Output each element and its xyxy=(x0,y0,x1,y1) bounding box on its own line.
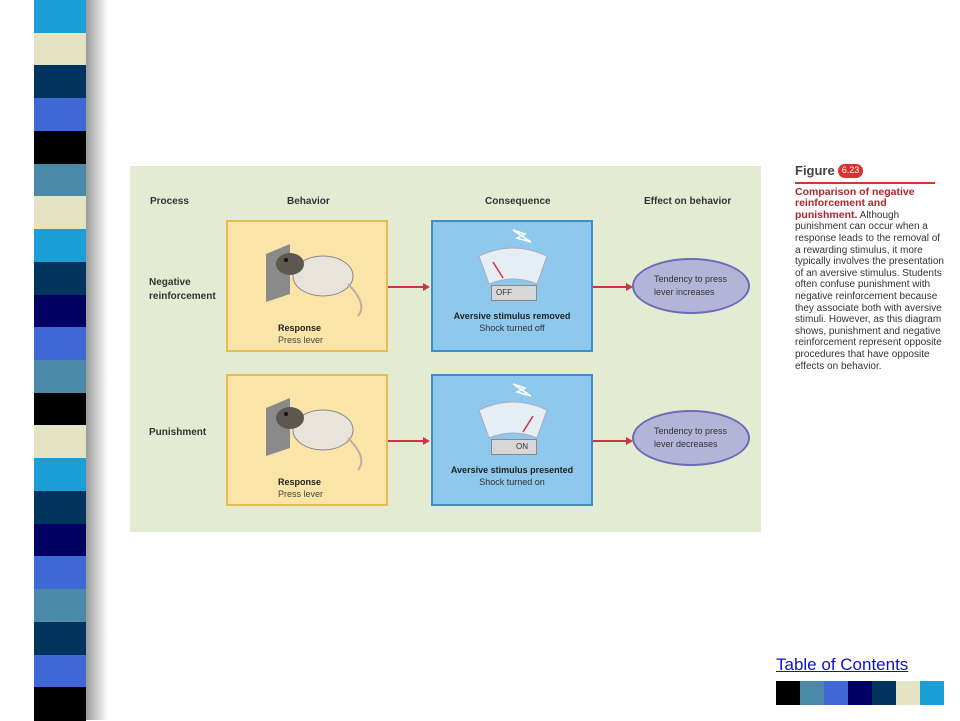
stripe-segment xyxy=(34,65,86,100)
consequence-title: Aversive stimulus presented xyxy=(450,465,574,475)
behavior-title: Response xyxy=(278,323,322,333)
stripe-segment xyxy=(34,0,86,34)
shock-switch-on: ON xyxy=(491,439,537,455)
stripe-segment xyxy=(34,130,86,165)
shock-meter-illustration xyxy=(478,383,548,439)
stripe-segment xyxy=(34,425,86,460)
header-behavior: Behavior xyxy=(287,196,330,207)
shock-switch-off: OFF xyxy=(491,285,537,301)
switch-label: OFF xyxy=(496,288,512,297)
stripe-segment xyxy=(34,360,86,394)
color-swatch xyxy=(824,681,848,705)
color-swatch xyxy=(896,681,920,705)
row-label-negative-reinforcement: Negative reinforcement xyxy=(149,277,216,302)
shock-meter-illustration xyxy=(478,229,548,285)
effect-oval-increase: Tendency to press lever increases xyxy=(632,258,750,314)
header-effect: Effect on behavior xyxy=(644,196,732,207)
row-label-punishment: Punishment xyxy=(149,427,207,438)
consequence-box-punishment: ON Aversive stimulus presented Shock tur… xyxy=(431,374,593,506)
stripe-segment xyxy=(34,294,86,329)
stripe-segment xyxy=(34,621,86,656)
color-swatch-bar xyxy=(776,681,944,705)
stripe-segment xyxy=(34,589,86,623)
stripe-segment xyxy=(34,163,86,198)
consequence-text: Aversive stimulus presented Shock turned… xyxy=(433,464,591,488)
caption-body: Although punishment can occur when a res… xyxy=(795,209,944,372)
consequence-title: Aversive stimulus removed xyxy=(453,311,571,321)
stripe-segment xyxy=(34,687,86,721)
arrow-consequence-to-effect xyxy=(593,283,633,291)
header-consequence: Consequence xyxy=(485,196,551,207)
behavior-detail: Press lever xyxy=(278,335,324,345)
caption-divider xyxy=(795,181,935,184)
stripe-segment xyxy=(34,556,86,591)
arrow-behavior-to-consequence xyxy=(388,437,430,445)
rat-lever-illustration xyxy=(266,244,363,317)
stripe-segment xyxy=(34,392,86,427)
behavior-box-punishment: Response Press lever xyxy=(226,374,388,506)
decorative-color-stripe xyxy=(34,0,86,721)
consequence-box-negative: OFF Aversive stimulus removed Shock turn… xyxy=(431,220,593,352)
behavior-text: Response Press lever xyxy=(278,322,323,346)
stripe-segment xyxy=(34,98,86,132)
stripe-segment xyxy=(34,654,86,689)
behavior-text: Response Press lever xyxy=(278,476,323,500)
stripe-segment xyxy=(34,261,86,296)
rat-lever-illustration xyxy=(266,398,363,471)
arrow-consequence-to-effect xyxy=(593,437,633,445)
effect-text: Tendency to press lever increases xyxy=(654,274,728,297)
stripe-segment xyxy=(34,458,86,492)
stripe-segment xyxy=(34,32,86,67)
consequence-detail: Shock turned off xyxy=(479,323,545,333)
reinforcement-diagram: Process Behavior Consequence Effect on b… xyxy=(130,166,761,532)
stripe-shadow xyxy=(86,0,108,720)
stripe-segment xyxy=(34,490,86,525)
caption-title: Comparison of negative reinforcement and… xyxy=(795,185,915,221)
table-of-contents-link[interactable]: Table of Contents xyxy=(776,655,909,674)
stripe-segment xyxy=(34,196,86,231)
stripe-segment xyxy=(34,229,86,263)
header-process: Process xyxy=(150,196,189,207)
caption-figure-word: Figure xyxy=(795,163,835,178)
color-swatch xyxy=(872,681,896,705)
behavior-title: Response xyxy=(278,477,322,487)
color-swatch xyxy=(848,681,872,705)
stripe-segment xyxy=(34,327,86,361)
consequence-detail: Shock turned on xyxy=(479,477,545,487)
arrow-behavior-to-consequence xyxy=(388,283,430,291)
consequence-text: Aversive stimulus removed Shock turned o… xyxy=(433,310,591,334)
switch-label: ON xyxy=(516,442,528,451)
behavior-detail: Press lever xyxy=(278,489,324,499)
color-swatch xyxy=(776,681,800,705)
color-swatch xyxy=(800,681,824,705)
caption-figure-number: 6.23 xyxy=(837,164,864,178)
effect-oval-decrease: Tendency to press lever decreases xyxy=(632,410,750,466)
effect-text: Tendency to press lever decreases xyxy=(654,426,728,449)
stripe-segment xyxy=(34,523,86,558)
behavior-box-negative: Response Press lever xyxy=(226,220,388,352)
color-swatch xyxy=(920,681,944,705)
